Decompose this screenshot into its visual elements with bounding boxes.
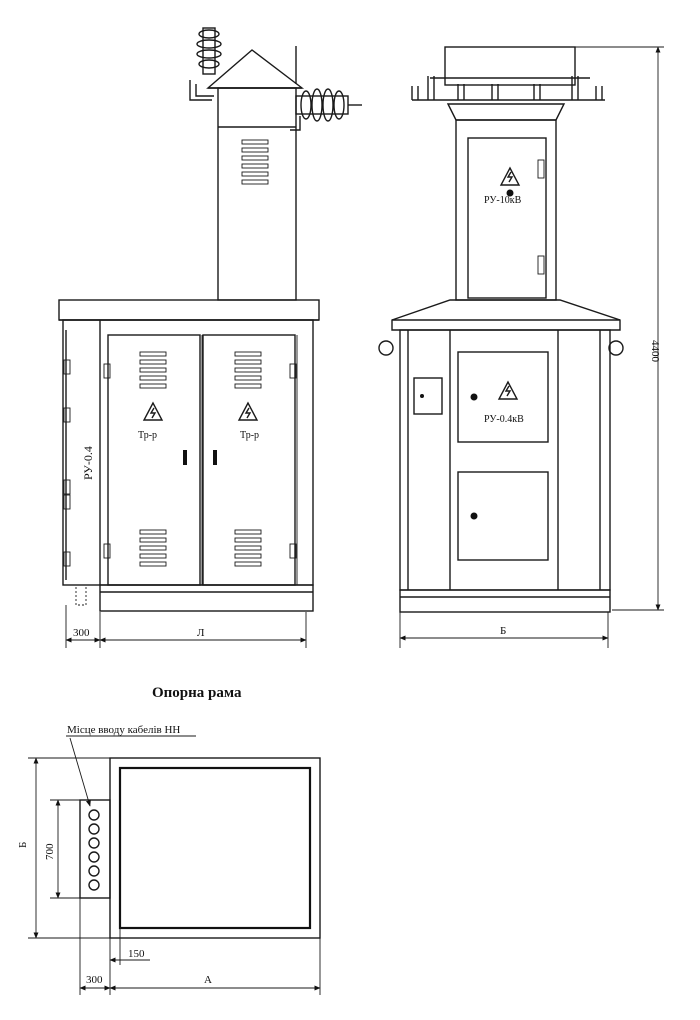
door-handle-icon[interactable] [213,450,217,465]
door-lock-icon[interactable] [470,512,478,520]
ru04-label: РУ-0.4кВ [484,414,524,425]
top-insulator-icon [189,27,222,101]
lifting-eye-icon [378,340,394,356]
cable-entry-box [79,799,111,899]
dim-700: 700 [44,843,56,860]
dim-width-left: Л [197,627,205,639]
support-frame-plan [28,735,321,995]
meter-box [413,377,443,415]
ru-04kv-door[interactable] [457,351,549,443]
hinge-icons [63,359,297,567]
lifting-eye-icon [608,340,624,356]
left-elevation-view [58,27,362,648]
door-lock-icon[interactable] [470,393,478,401]
door-lock-icon[interactable] [506,189,514,197]
cable-entry-icons [88,809,100,891]
frame-title: Опорна рама [152,685,242,701]
column-vent [241,139,269,185]
lower-compartment-door[interactable] [457,471,549,561]
dim-side: Б [17,842,29,848]
dim-width-right: Б [500,625,506,637]
door-handle-icon[interactable] [183,450,187,465]
door-vents [139,351,262,567]
dim-width-frame: А [204,974,212,986]
busbar-brackets [411,76,603,100]
dim-150: 150 [128,948,145,960]
door-right-label: Тр-р [240,430,259,441]
door-left-label: Тр-р [138,430,157,441]
hazard-sign-icon [142,401,259,421]
dim-300-frame: 300 [86,974,103,986]
right-elevation-view [378,46,664,648]
side-insulator-icon [290,46,362,131]
dim-300-left: 300 [73,627,90,639]
dim-height: 4400 [649,340,661,363]
ru04-bay-label: РУ-0.4 [81,446,95,480]
ru-10kv-door[interactable] [467,137,547,299]
ru10-label: РУ-10кВ [484,195,522,206]
cable-entry-label: Місце вводу кабелів НН [67,724,180,736]
